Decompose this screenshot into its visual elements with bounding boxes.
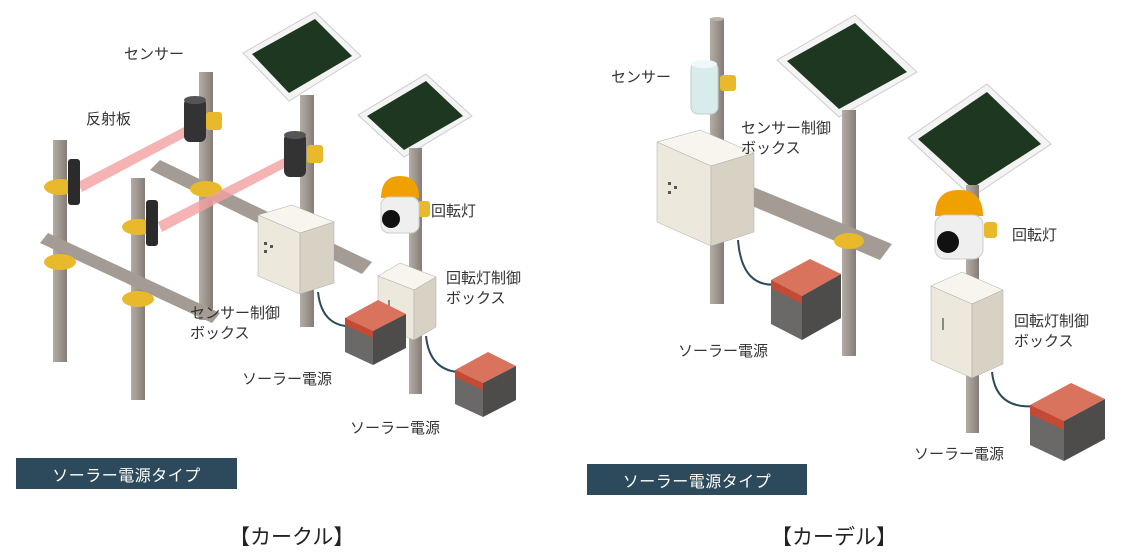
rotating-light-icon [380, 176, 420, 234]
label-solar-power: ソーラー電源 [350, 419, 441, 437]
solar-panel-icon [907, 83, 1052, 198]
solar-panel-icon [242, 11, 362, 108]
rotating-light-icon [934, 190, 984, 260]
label-light-control-box: 回転灯制御 ボックス [446, 269, 522, 307]
solar-panel-icon [357, 73, 473, 158]
label-sensor: センサー [611, 68, 672, 86]
sensor-beam [78, 124, 195, 192]
label-solar-power: ソーラー電源 [914, 445, 1005, 463]
cable [737, 239, 781, 286]
label-reflector: 反射板 [86, 110, 132, 128]
left-scene [40, 11, 516, 417]
label-rotating-light: 回転灯 [431, 202, 477, 220]
label-sensor-control-box: センサー制御 ボックス [190, 304, 281, 342]
sensor-icon [690, 60, 719, 115]
solar-type-badge: ソーラー電源タイプ [16, 458, 237, 489]
label-rotating-light: 回転灯 [1012, 226, 1058, 244]
solar-battery-icon [455, 352, 516, 417]
solar-type-badge: ソーラー電源タイプ [587, 464, 807, 495]
sensor-control-box-icon [257, 204, 335, 295]
solar-battery-icon [345, 300, 406, 365]
label-sensor: センサー [124, 45, 185, 63]
crossbar [40, 233, 220, 323]
reflector-icon [68, 159, 80, 205]
right-scene [656, 14, 1105, 461]
sensor-icon [184, 96, 206, 142]
light-control-box-icon [930, 271, 1004, 379]
sensor-control-box-icon [656, 129, 755, 247]
product-caption: 【カークル】 [229, 525, 355, 549]
sensor-beam [158, 156, 292, 232]
clamp-set [720, 75, 997, 249]
label-sensor-control-box: センサー制御 ボックス [741, 119, 832, 157]
solar-battery-icon [771, 259, 841, 340]
product-caption: 【カーデル】 [771, 525, 897, 549]
cable [991, 371, 1037, 408]
label-solar-power: ソーラー電源 [678, 342, 769, 360]
solar-panel-icon [776, 14, 918, 118]
reflector-icon [146, 200, 158, 246]
solar-battery-icon [1030, 383, 1105, 461]
sensor-icon [284, 131, 306, 177]
label-light-control-box: 回転灯制御 ボックス [1014, 312, 1090, 350]
label-solar-power: ソーラー電源 [242, 370, 333, 388]
